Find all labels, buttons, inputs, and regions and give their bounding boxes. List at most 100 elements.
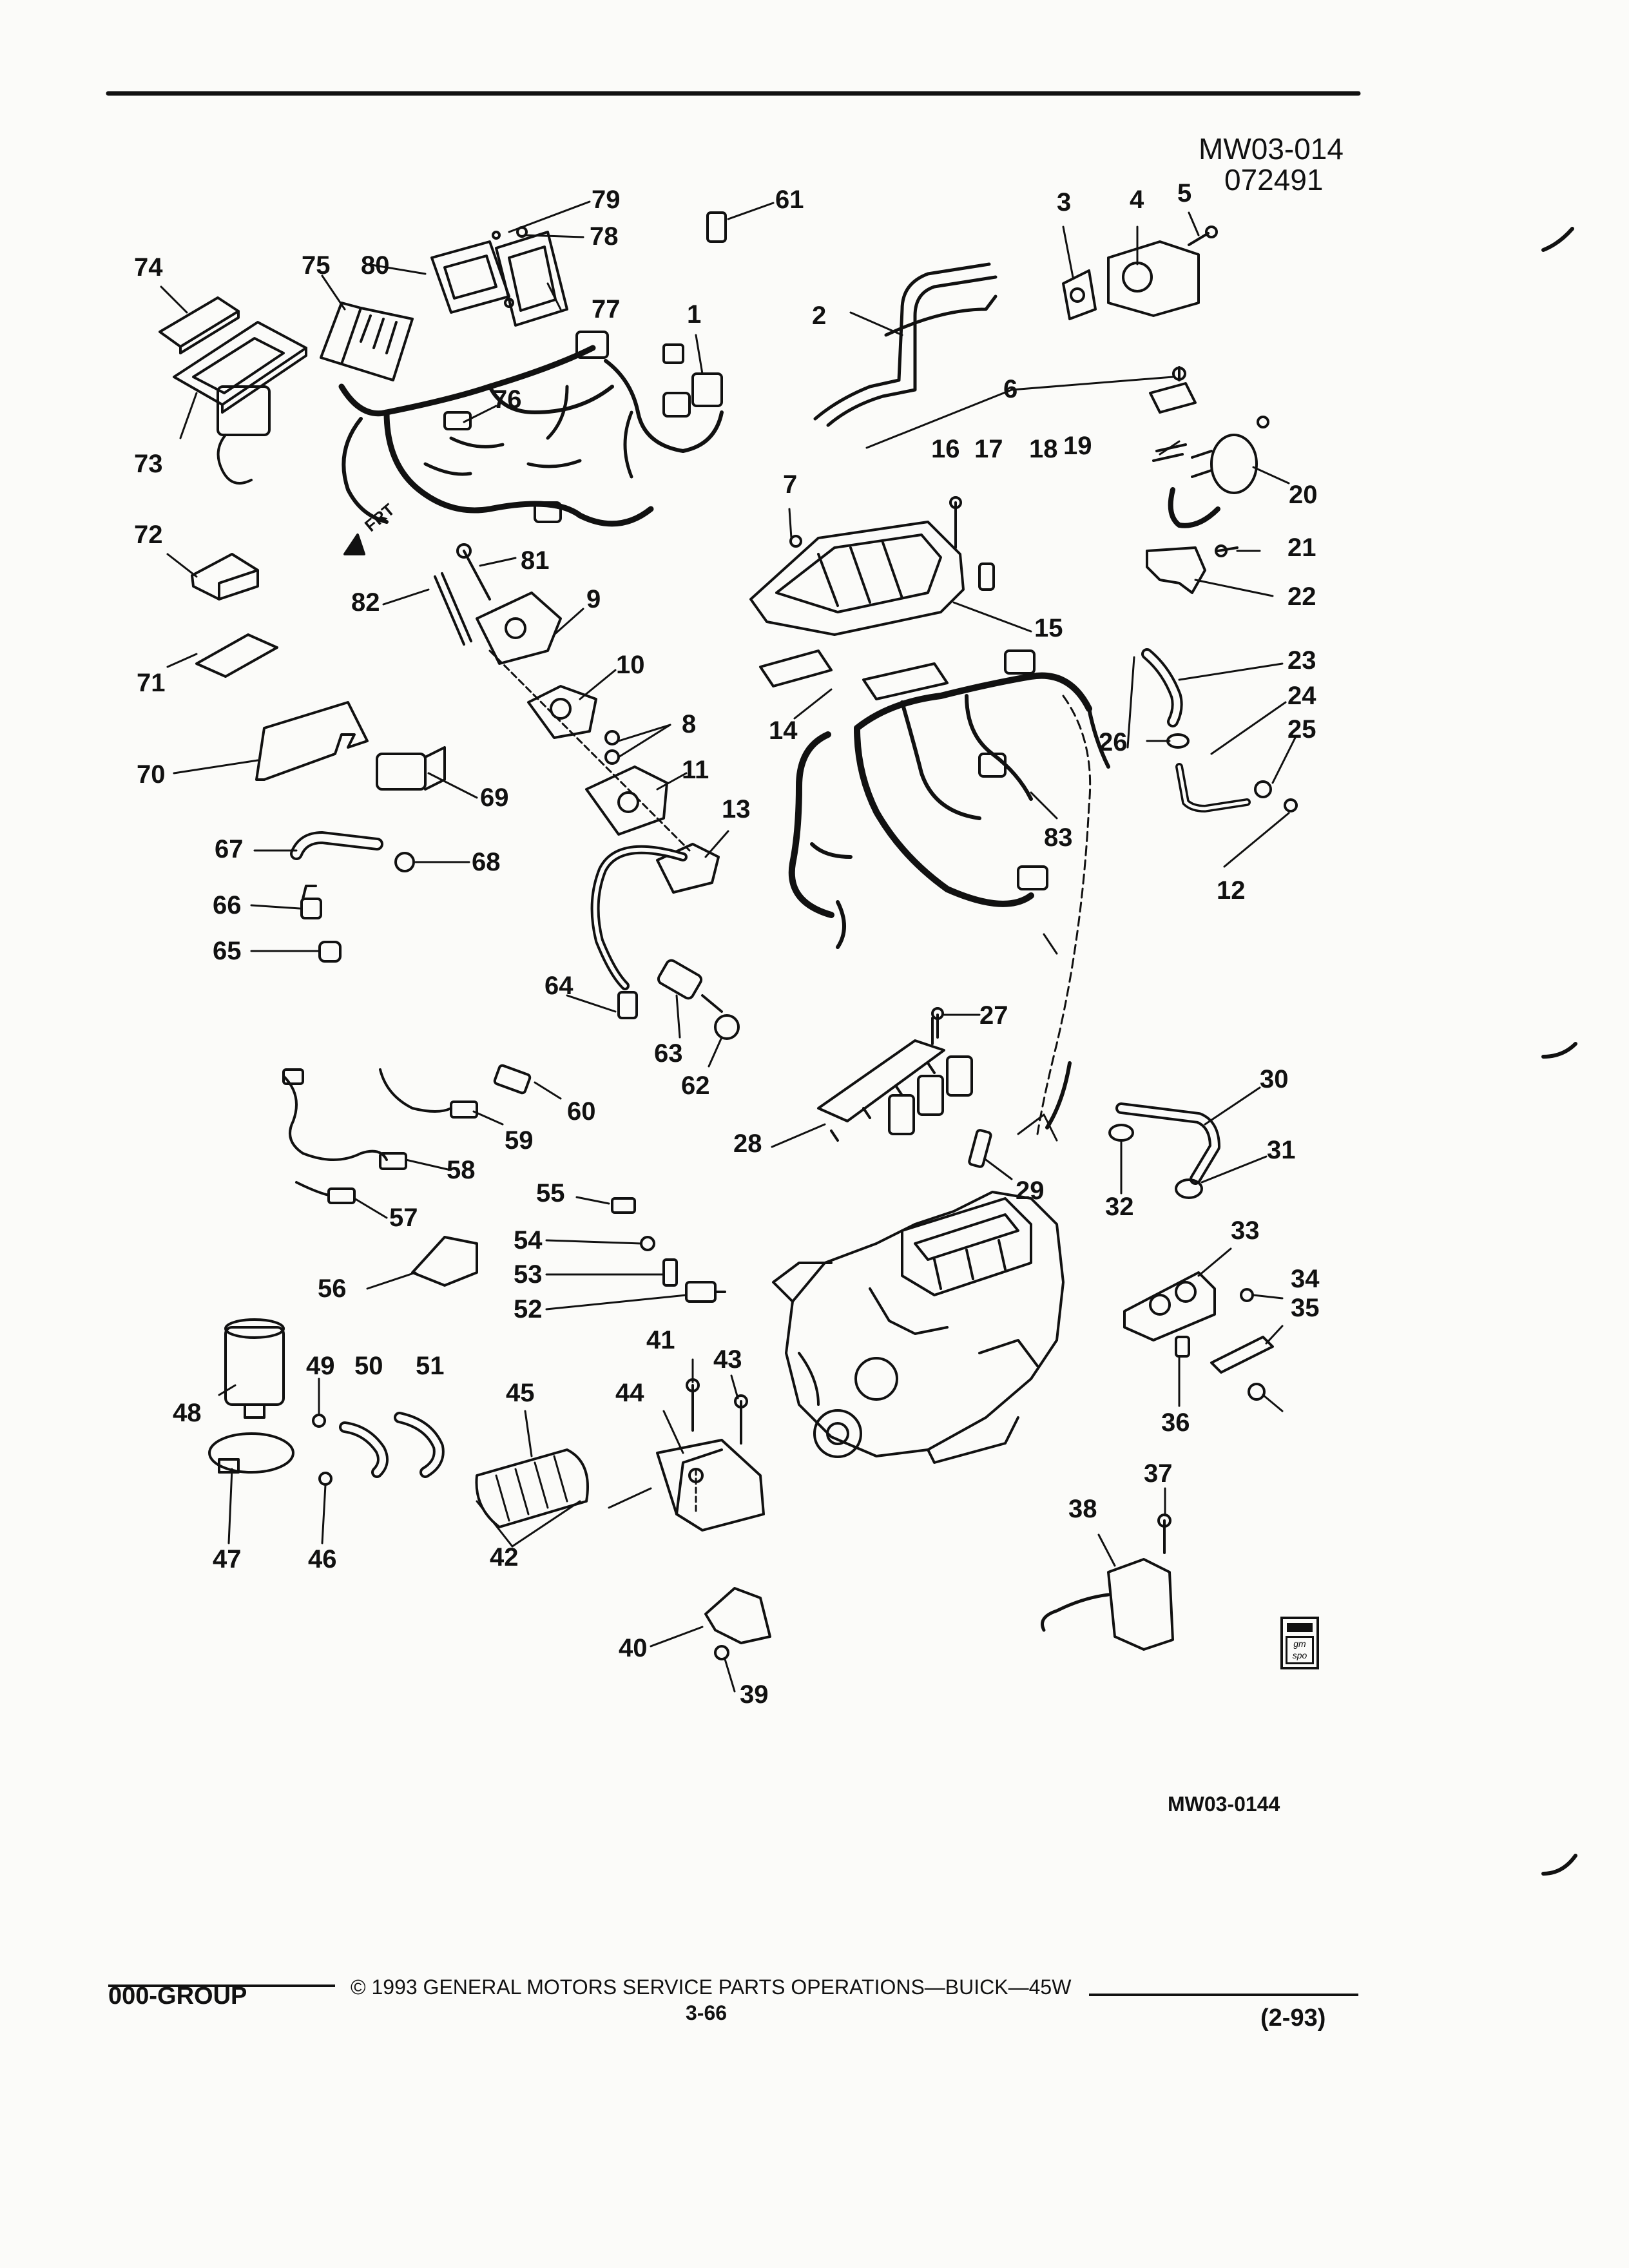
leader-lines — [160, 200, 1296, 1693]
callout-40: 40 — [619, 1634, 648, 1662]
callout-35: 35 — [1291, 1294, 1320, 1322]
callout-4: 4 — [1130, 186, 1144, 214]
logo-text: gm spo — [1286, 1636, 1314, 1664]
part-39-bolt — [714, 1645, 729, 1660]
callout-73: 73 — [134, 450, 163, 478]
callout-33: 33 — [1231, 1216, 1260, 1245]
callout-36: 36 — [1161, 1408, 1190, 1437]
callout-7: 7 — [783, 470, 798, 499]
part-1-relay — [691, 372, 723, 407]
part-33-throttle-body-right — [1123, 1271, 1216, 1341]
part-74-cover — [159, 296, 240, 354]
callout-66: 66 — [213, 891, 242, 919]
callout-74: 74 — [134, 253, 163, 282]
callout-3: 3 — [1057, 188, 1072, 216]
callout-27: 27 — [979, 1001, 1008, 1030]
egr-tube — [488, 649, 691, 852]
part-14-gasket — [759, 649, 949, 700]
connector-block — [217, 385, 271, 485]
footer-page-number: 3-66 — [686, 2001, 728, 2024]
footer-revision: (2-93) — [1260, 2004, 1326, 2032]
callout-70: 70 — [137, 760, 166, 789]
part-17-stud — [978, 562, 995, 591]
callout-10: 10 — [616, 651, 645, 679]
callout-24: 24 — [1287, 682, 1316, 710]
callout-41: 41 — [646, 1326, 675, 1354]
binder-mark — [1541, 1042, 1577, 1059]
part-38-sensor — [1041, 1558, 1174, 1651]
callout-37: 37 — [1144, 1459, 1173, 1488]
part-40-bracket — [704, 1587, 771, 1644]
callout-68: 68 — [472, 848, 501, 876]
figure-reference: MW03-0144 — [1168, 1792, 1280, 1816]
gm-spo-logo: gm spo — [1280, 1617, 1319, 1669]
part-25-fitting — [1254, 780, 1272, 798]
part-18-bracket — [1149, 382, 1197, 414]
part-59-sensor — [379, 1068, 478, 1119]
figure-date: 072491 — [1224, 163, 1324, 197]
part-5-screw — [1188, 226, 1218, 246]
binder-mark — [1541, 1854, 1577, 1876]
part-81-bolt — [456, 543, 491, 601]
part-69-solenoid — [376, 746, 446, 791]
callout-16: 16 — [931, 435, 960, 463]
part-68-cap — [394, 852, 415, 872]
part-70-bracket — [255, 701, 369, 781]
part-79-screw — [492, 231, 501, 240]
part-61-connector — [706, 211, 727, 243]
callout-63: 63 — [654, 1039, 683, 1068]
callout-56: 56 — [318, 1274, 347, 1303]
part-60-sensor — [493, 1064, 532, 1095]
callout-72: 72 — [134, 521, 163, 549]
callout-5: 5 — [1177, 179, 1192, 207]
part-20-regulator — [1168, 434, 1258, 528]
logo-bar — [1287, 1623, 1313, 1632]
part-45-duct — [475, 1448, 589, 1528]
part-8-nut-right — [1248, 1383, 1266, 1401]
part-63-sensor — [657, 959, 723, 1013]
callout-58: 58 — [447, 1156, 476, 1184]
callout-59: 59 — [505, 1126, 534, 1155]
small-connector — [662, 343, 684, 364]
callout-12: 12 — [1217, 876, 1246, 905]
part-72-bracket — [191, 553, 259, 601]
callout-62: 62 — [681, 1072, 710, 1100]
part-35-bracket — [1210, 1336, 1274, 1374]
part-51-hose — [394, 1412, 445, 1478]
part-62-plug — [714, 1014, 740, 1040]
binder-mark — [1541, 227, 1574, 252]
callout-34: 34 — [1291, 1265, 1320, 1293]
callout-1: 1 — [687, 300, 702, 329]
callout-64: 64 — [545, 972, 574, 1000]
part-7-plug — [789, 535, 802, 548]
callout-79: 79 — [592, 186, 621, 214]
callout-17: 17 — [974, 435, 1003, 463]
part-16-stud — [949, 496, 962, 549]
part-21-bolt — [1215, 544, 1239, 557]
callout-49: 49 — [306, 1352, 335, 1380]
callout-83: 83 — [1044, 823, 1073, 852]
part-73-bracket-tray — [173, 321, 307, 414]
figure-id: MW03-014 — [1199, 132, 1344, 166]
part-30-hose — [1115, 1102, 1220, 1185]
callout-76: 76 — [493, 385, 522, 414]
callout-80: 80 — [361, 251, 390, 280]
part-31-cap — [1175, 1178, 1203, 1199]
part-28-fuel-rail — [817, 1017, 973, 1142]
callout-78: 78 — [590, 222, 619, 251]
part-53-bracket — [662, 1258, 678, 1287]
part-23-hose — [1141, 648, 1183, 727]
part-67-hose — [290, 831, 383, 860]
part-75-fuse-block — [320, 302, 414, 381]
part-83-injector-harness — [788, 649, 1110, 1135]
part-24-pipe — [1175, 763, 1251, 812]
callout-32: 32 — [1105, 1193, 1134, 1221]
callout-21: 21 — [1287, 533, 1316, 562]
part-6-nut — [1172, 366, 1186, 381]
callout-82: 82 — [351, 588, 380, 617]
callout-45: 45 — [506, 1379, 535, 1407]
